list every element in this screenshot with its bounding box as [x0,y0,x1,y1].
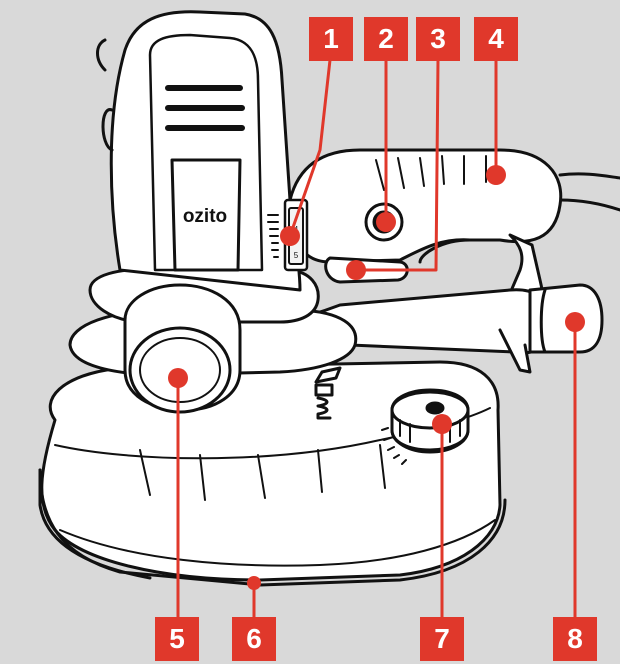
handle-loop [418,238,472,264]
callout-dot-1 [280,226,300,246]
vent-slots [165,85,245,131]
callout-dot-7 [432,414,452,434]
callout-label-8: 8 [553,617,597,661]
callout-dot-8 [565,312,585,332]
leader-line-3 [354,58,440,272]
callout-label-3: 3 [416,17,460,61]
callout-label-4: 4 [474,17,518,61]
callout-dot-2 [376,212,396,232]
callout-dot-5 [168,368,188,388]
power-cable [558,172,620,212]
callout-dot-4 [486,165,506,185]
callout-label-6: 6 [232,617,276,661]
spring-stud [314,383,334,420]
callout-label-7: 7 [420,617,464,661]
speed-mark-5: 5 [294,251,299,260]
callout-dot-3 [346,260,366,280]
callout-label-2: 2 [364,17,408,61]
callout-dot-6 [247,576,261,590]
ozito-logo: ozito [183,206,227,227]
callout-label-5: 5 [155,617,199,661]
callout-label-1: 1 [309,17,353,61]
leader-line-1 [288,58,332,238]
logo-plate [170,158,242,272]
brush-skirt [59,519,496,567]
